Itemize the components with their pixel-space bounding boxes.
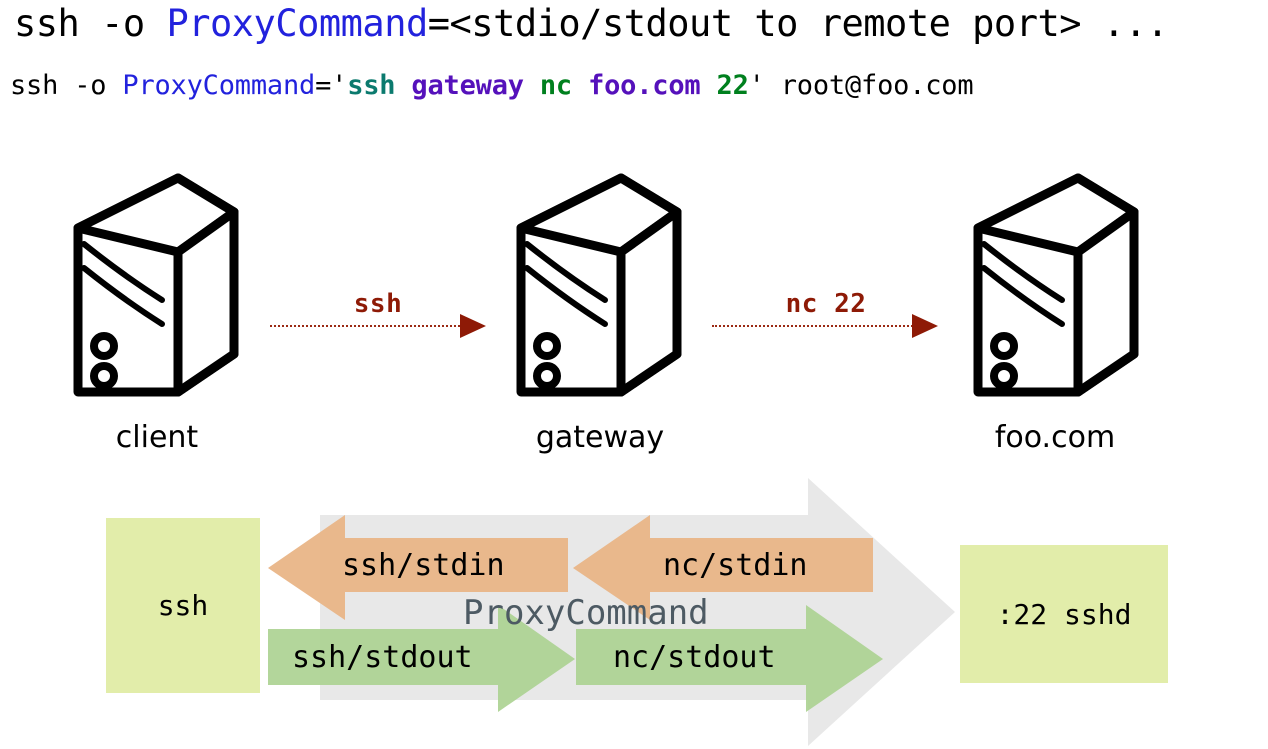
stream-label-nc-stdin: nc/stdin [663, 548, 808, 583]
connection-arrow-client-to-gateway: ssh [270, 285, 486, 345]
connection-line-dotted [712, 325, 920, 327]
cmd2-token-gateway: gateway [411, 70, 524, 101]
endpoint-box-sshd-process: :22 sshd [960, 545, 1168, 683]
proxycommand-label: ProxyCommand [463, 593, 709, 633]
connection-label-ssh: ssh [353, 289, 403, 319]
cmd2-token-ssh: ssh [347, 70, 396, 101]
connection-label-nc-22: nc 22 [785, 289, 867, 319]
command-line-example: ssh -o ProxyCommand='ssh gateway nc foo.… [0, 70, 1268, 101]
server-tower-icon-foo-com [962, 168, 1147, 398]
cmd2-token-openquote: =' [315, 70, 348, 101]
cmd2-token-foocom: foo.com [588, 70, 701, 101]
cmd2-token-proxycommand: ProxyCommand [122, 70, 316, 101]
server-tower-icon-gateway [505, 168, 690, 398]
stream-label-ssh-stdin: ssh/stdin [342, 548, 505, 583]
cmd2-token-port: 22 [716, 70, 749, 101]
command-line-generic: ssh -o ProxyCommand=<stdio/stdout to rem… [0, 2, 1268, 45]
stream-label-nc-stdout: nc/stdout [613, 640, 776, 675]
connection-arrow-gateway-to-foo: nc 22 [712, 285, 940, 345]
stream-label-ssh-stdout: ssh/stdout [292, 640, 473, 675]
cmd2-token-suffix: ' root@foo.com [748, 70, 974, 101]
host-label-foo-com: foo.com [994, 420, 1116, 455]
cmd2-token-nc: nc [539, 70, 572, 101]
cmd1-token-proxycommand: ProxyCommand [166, 2, 428, 45]
cmd2-token-prefix: ssh -o [10, 70, 123, 101]
connection-line-dotted [270, 325, 468, 327]
cmd1-token-prefix: ssh -o [14, 2, 167, 45]
arrowhead-icon [460, 314, 486, 338]
host-label-gateway: gateway [535, 420, 665, 455]
endpoint-box-ssh-process: ssh [106, 518, 260, 693]
host-label-client: client [115, 420, 199, 455]
cmd2-token-space4 [700, 70, 716, 101]
cmd2-token-space2 [524, 70, 540, 101]
cmd1-token-value: =<stdio/stdout to remote port> ... [427, 2, 1169, 45]
arrowhead-icon [912, 314, 938, 338]
cmd2-token-space3 [572, 70, 588, 101]
server-tower-icon-client [62, 168, 247, 398]
cmd2-token-space1 [395, 70, 411, 101]
